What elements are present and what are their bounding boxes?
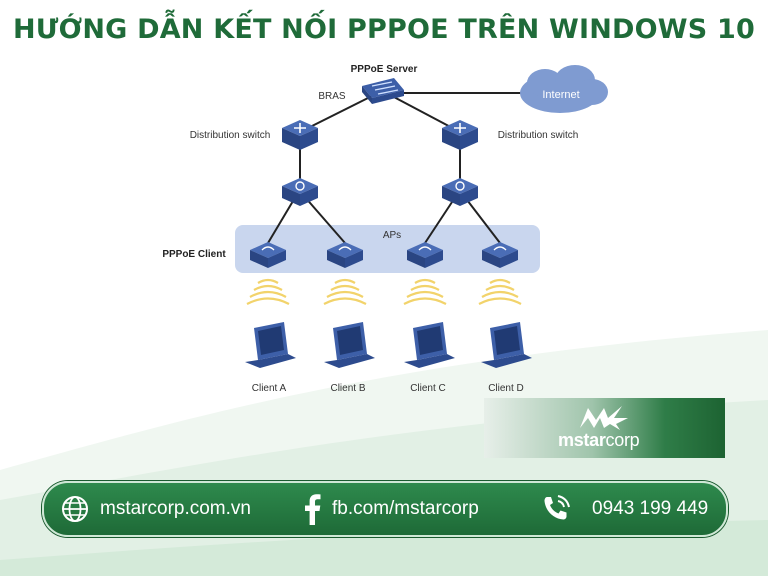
laptop-a-icon — [245, 322, 296, 368]
access-point-c-icon — [407, 242, 443, 268]
wifi-signal-b-icon — [323, 278, 367, 305]
client-a-label: Client A — [252, 383, 287, 394]
facebook-icon — [305, 494, 321, 525]
access-point-b-icon — [327, 242, 363, 268]
distribution-switch-left-icon — [282, 120, 318, 150]
access-point-d-icon — [482, 242, 518, 268]
facebook-text: fb.com/mstarcorp — [332, 498, 479, 519]
footer-phone[interactable]: 0943 199 449 — [540, 483, 708, 535]
footer-contact-bar: mstarcorp.com.vn fb.com/mstarcorp 0943 1… — [42, 481, 728, 537]
phone-icon — [544, 495, 570, 520]
laptop-d-icon — [481, 322, 532, 368]
brand-name-bold: mstar — [558, 430, 606, 450]
access-switch-right-icon — [442, 178, 478, 206]
bras-router-icon — [362, 78, 404, 104]
distribution-switch-right-icon — [442, 120, 478, 150]
distribution-left-label: Distribution switch — [190, 130, 271, 141]
access-switch-left-icon — [282, 178, 318, 206]
page-title: HƯỚNG DẪN KẾT NỐI PPPOE TRÊN WINDOWS 10 — [13, 14, 755, 45]
links — [267, 92, 525, 244]
bras-label: BRAS — [318, 91, 346, 102]
laptop-b-icon — [324, 322, 375, 368]
brand-name: mstarcorp — [558, 430, 640, 451]
aps-label: APs — [383, 230, 401, 241]
client-d-label: Client D — [488, 383, 524, 394]
ap-band — [235, 225, 540, 273]
brand-logo-box — [484, 398, 725, 458]
phone-text: 0943 199 449 — [592, 498, 709, 519]
globe-icon — [62, 496, 88, 522]
brand-name-light: corp — [605, 430, 640, 450]
internet-label: Internet — [542, 89, 579, 101]
footer-facebook[interactable]: fb.com/mstarcorp — [302, 483, 479, 535]
server-label: PPPoE Server — [351, 64, 418, 75]
client-c-label: Client C — [410, 383, 446, 394]
wifi-signal-d-icon — [478, 278, 522, 305]
laptop-c-icon — [404, 322, 455, 368]
internet-cloud-icon — [520, 65, 608, 113]
distribution-right-label: Distribution switch — [498, 130, 579, 141]
wifi-signal-c-icon — [403, 278, 447, 305]
client-group-label: PPPoE Client — [162, 249, 226, 260]
website-text: mstarcorp.com.vn — [100, 498, 251, 519]
access-point-a-icon — [250, 242, 286, 268]
footer-website[interactable]: mstarcorp.com.vn — [60, 483, 251, 535]
wifi-signal-icons — [246, 278, 522, 305]
wifi-signal-a-icon — [246, 278, 290, 305]
mstar-logo-icon — [580, 406, 628, 430]
client-b-label: Client B — [330, 383, 365, 394]
